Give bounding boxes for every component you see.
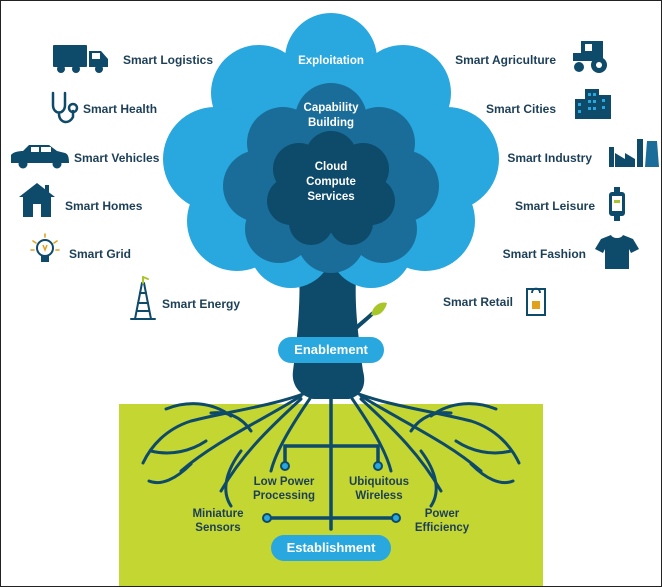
label-smart-leisure: Smart Leisure	[514, 199, 595, 213]
label-smart-grid: Smart Grid	[69, 247, 132, 261]
establishment-label: Establishment	[271, 535, 391, 561]
lightbulb-icon	[30, 233, 60, 262]
tree-trunk	[292, 266, 365, 399]
label-smart-agriculture: Smart Agriculture	[455, 53, 556, 67]
oil-derrick-icon	[130, 276, 156, 320]
label-smart-industry: Smart Industry	[507, 151, 592, 165]
root-connectors	[265, 394, 398, 531]
label-smart-vehicles: Smart Vehicles	[74, 151, 160, 165]
buildings-icon	[575, 89, 611, 119]
root-nodes	[262, 461, 401, 523]
stethoscope-icon	[51, 91, 79, 124]
root-label-miniature-sensors: Miniature Sensors	[192, 508, 244, 534]
shopping-bag-icon	[526, 287, 546, 316]
roots	[141, 391, 521, 508]
label-smart-energy: Smart Energy	[162, 297, 241, 311]
inner-cloud	[267, 131, 395, 245]
label-smart-logistics: Smart Logistics	[123, 53, 214, 67]
label-smart-health: Smart Health	[83, 102, 158, 116]
exploitation-label: Exploitation	[298, 55, 364, 67]
label-smart-fashion: Smart Fashion	[502, 247, 586, 261]
tractor-icon	[573, 41, 607, 73]
cloud-compute-services-label: Cloud Compute Services	[306, 161, 356, 203]
enablement-label: Enablement	[278, 337, 384, 363]
label-smart-retail: Smart Retail	[442, 295, 513, 309]
house-icon	[19, 183, 55, 217]
root-label-power-efficiency: Power Efficiency	[414, 508, 470, 534]
truck-icon	[53, 45, 108, 73]
label-smart-cities: Smart Cities	[485, 102, 556, 116]
tshirt-icon	[595, 235, 639, 269]
root-label-low-power-processing: Low Power Processing	[253, 476, 315, 502]
factory-icon	[609, 139, 659, 167]
leaf-icon	[371, 302, 387, 316]
capability-building-label: Capability Building	[303, 102, 359, 129]
label-smart-homes: Smart Homes	[65, 199, 143, 213]
smartwatch-icon	[609, 187, 625, 221]
car-icon	[11, 145, 69, 169]
root-label-ubiquitous-wireless: Ubiquitous Wireless	[348, 476, 410, 502]
